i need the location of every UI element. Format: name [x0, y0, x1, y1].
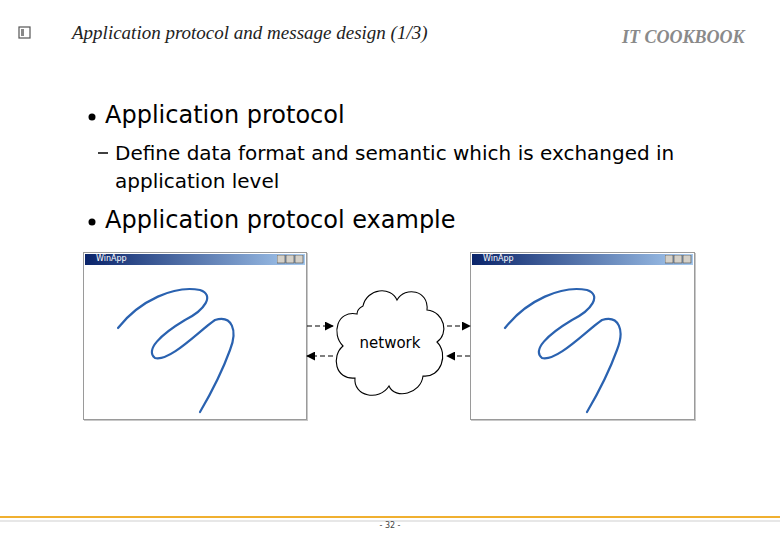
- network-cloud: network: [333, 284, 447, 402]
- window-buttons: [277, 255, 304, 264]
- app-window: WinApp: [83, 252, 307, 420]
- sub-bullet-text: Define data format and semantic which is…: [115, 139, 735, 195]
- slide-title: Application protocol and message design …: [72, 22, 428, 44]
- window-title: WinApp: [483, 253, 514, 265]
- dashed-arrow: [307, 325, 333, 326]
- window-title-bar: WinApp: [472, 254, 693, 265]
- brand-label: IT COOKBOOK: [622, 27, 745, 48]
- footer-line: [0, 516, 780, 518]
- window-title-bar: WinApp: [85, 254, 305, 265]
- bullet-heading: Application protocol example: [105, 206, 456, 234]
- bullet-dot: [89, 114, 96, 121]
- dashed-arrow: [447, 325, 470, 326]
- sub-bullet-dash: [98, 152, 108, 154]
- dashed-arrow: [447, 355, 470, 356]
- window-buttons: [665, 255, 692, 264]
- app-window: WinApp: [470, 252, 695, 420]
- title-bullet-shadow: [21, 29, 24, 36]
- bullet-heading: Application protocol: [105, 101, 345, 129]
- cloud-label: network: [333, 334, 447, 352]
- dashed-arrow: [307, 355, 333, 356]
- page-number: - 32 -: [365, 521, 415, 530]
- window-title: WinApp: [96, 253, 127, 265]
- bullet-dot: [89, 219, 96, 226]
- title-bullet: [19, 27, 30, 38]
